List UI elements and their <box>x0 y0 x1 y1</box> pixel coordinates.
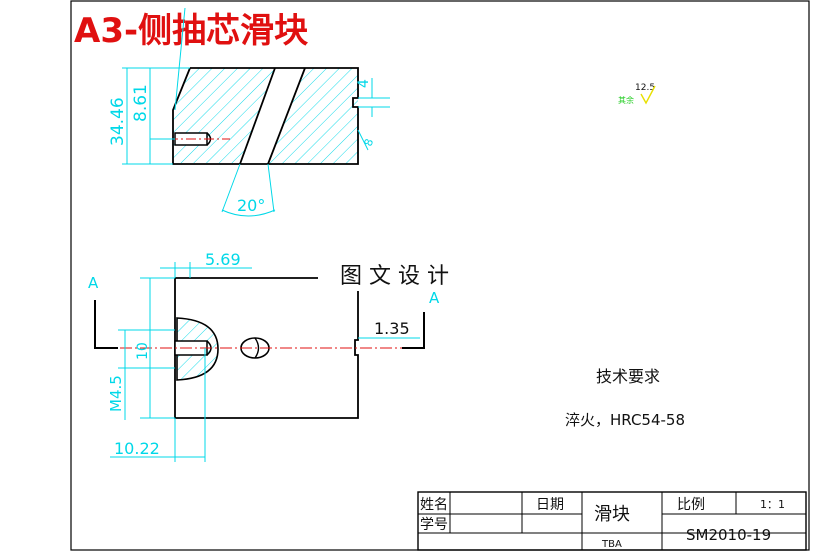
student-no-label: 学号 <box>420 517 448 533</box>
watermark: 图 文 设 计 <box>340 264 449 289</box>
scale-value: 1：1 <box>760 498 785 511</box>
section-label-left: A <box>88 274 99 292</box>
notes-heading: 技术要求 <box>596 367 660 386</box>
hatch-section-right <box>268 68 358 164</box>
roughness-value: 12.5 <box>635 83 655 93</box>
front-view-outline <box>174 277 359 419</box>
roughness-label: 其余 <box>618 95 634 105</box>
slant-line-2 <box>267 67 306 165</box>
top-view: 34.46 8.61 4 8 20° <box>108 7 390 217</box>
drawing-number: SM2010-19 <box>686 526 771 544</box>
top-view-outline <box>172 67 359 165</box>
dim-bottom-offset: 10.22 <box>114 439 160 458</box>
section-marker-right <box>402 312 425 349</box>
dim-chamfer: 8 <box>362 137 377 148</box>
dim-overall-height: 34.46 <box>108 97 128 146</box>
org-label: TBA <box>601 539 622 550</box>
dim-hole: 10 <box>135 342 151 360</box>
scale-label: 比例 <box>677 497 705 513</box>
hatch-section-left <box>173 68 275 163</box>
dim-notch: 4 <box>356 79 372 88</box>
section-label-right: A <box>429 289 440 307</box>
dim-angle: 20° <box>237 196 265 215</box>
dim-thread: M4.5 <box>107 375 125 412</box>
dim-notch-width: 1.35 <box>374 319 410 338</box>
slant-line-1 <box>239 67 276 165</box>
part-name: 滑块 <box>594 504 630 525</box>
roughness-symbol: 12.5 其余 <box>618 83 656 105</box>
date-label: 日期 <box>536 497 564 513</box>
dim-top-offset: 5.69 <box>205 250 241 269</box>
dim-pin-height: 8.61 <box>131 84 151 122</box>
section-marker-left <box>94 300 118 349</box>
drawing-title: A3-侧抽芯滑块 <box>74 11 308 51</box>
name-label: 姓名 <box>420 497 448 513</box>
front-view: A A 5.69 10 M4.5 10.22 1.35 <box>88 250 440 462</box>
notes-line1: 淬火，HRC54-58 <box>565 411 685 429</box>
title-block <box>417 491 807 551</box>
